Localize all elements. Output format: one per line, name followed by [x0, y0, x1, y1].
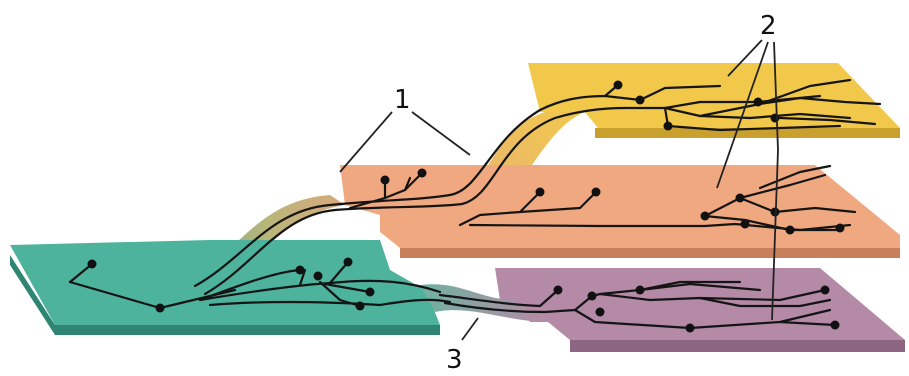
pad	[785, 225, 795, 235]
pad	[770, 113, 780, 123]
pad	[587, 291, 597, 301]
pad	[835, 223, 845, 233]
callout-label-1: 1	[394, 85, 411, 115]
orange-board	[340, 165, 900, 258]
pad	[295, 265, 305, 275]
pad	[753, 97, 763, 107]
trace	[758, 96, 882, 106]
trace	[193, 94, 607, 288]
callout-label-2: 2	[760, 11, 777, 41]
purple-board-side	[570, 340, 905, 352]
pad	[417, 168, 427, 178]
trace	[323, 282, 372, 294]
trace	[623, 94, 822, 110]
pad	[635, 285, 645, 295]
yellow-board	[528, 63, 900, 138]
pad	[355, 301, 365, 311]
pad	[553, 285, 563, 295]
leader-line-1-right	[411, 111, 471, 156]
pad	[735, 193, 745, 203]
trace	[203, 106, 627, 296]
pad	[87, 259, 97, 269]
purple-board-traces	[438, 280, 837, 330]
trace	[403, 176, 412, 192]
pad	[685, 323, 695, 333]
trace	[698, 78, 852, 118]
pad	[820, 285, 830, 295]
pad	[380, 175, 390, 185]
pad	[365, 287, 375, 297]
pad	[740, 219, 750, 229]
pad	[155, 303, 165, 313]
trace	[738, 196, 857, 214]
trace	[663, 106, 842, 132]
purple-board	[495, 268, 905, 352]
trace	[438, 288, 560, 308]
pad	[700, 211, 710, 221]
orange-board-side	[400, 248, 900, 258]
purple-board-surface	[495, 268, 905, 340]
pad	[313, 271, 323, 281]
leader-lines	[339, 39, 779, 341]
trace	[328, 279, 442, 294]
trace	[298, 268, 307, 287]
trace	[598, 280, 742, 296]
pad	[663, 121, 673, 131]
trace	[778, 116, 877, 126]
leader-line-2-b	[716, 41, 769, 189]
trace	[638, 282, 762, 292]
teal-board-side	[10, 255, 440, 335]
trace	[603, 84, 722, 102]
trace	[443, 301, 832, 330]
yellow-board-side	[595, 128, 900, 138]
trace	[458, 190, 542, 227]
trace	[68, 262, 94, 284]
trace	[778, 320, 837, 327]
leader-line-2-c	[771, 41, 779, 321]
trace	[663, 106, 852, 120]
pad	[830, 320, 840, 330]
pad	[595, 307, 605, 317]
yellow-board-surface	[528, 63, 900, 128]
flex-bend-purple	[420, 284, 545, 322]
orange-board-traces	[193, 94, 857, 296]
trace	[703, 214, 842, 232]
pad	[613, 80, 623, 90]
callout-label-3: 3	[446, 345, 463, 375]
trace	[703, 173, 827, 218]
trace	[758, 164, 832, 190]
leader-line-2-a	[727, 39, 763, 77]
trace	[698, 296, 832, 308]
pad	[343, 257, 353, 267]
teal-board	[10, 240, 440, 335]
yellow-board-traces	[603, 78, 882, 132]
pad	[635, 95, 645, 105]
pad	[591, 187, 601, 197]
leader-line-3	[461, 317, 479, 341]
trace	[518, 190, 598, 214]
leader-line-1-left	[339, 111, 393, 173]
trace	[198, 268, 302, 302]
pad	[535, 187, 545, 197]
